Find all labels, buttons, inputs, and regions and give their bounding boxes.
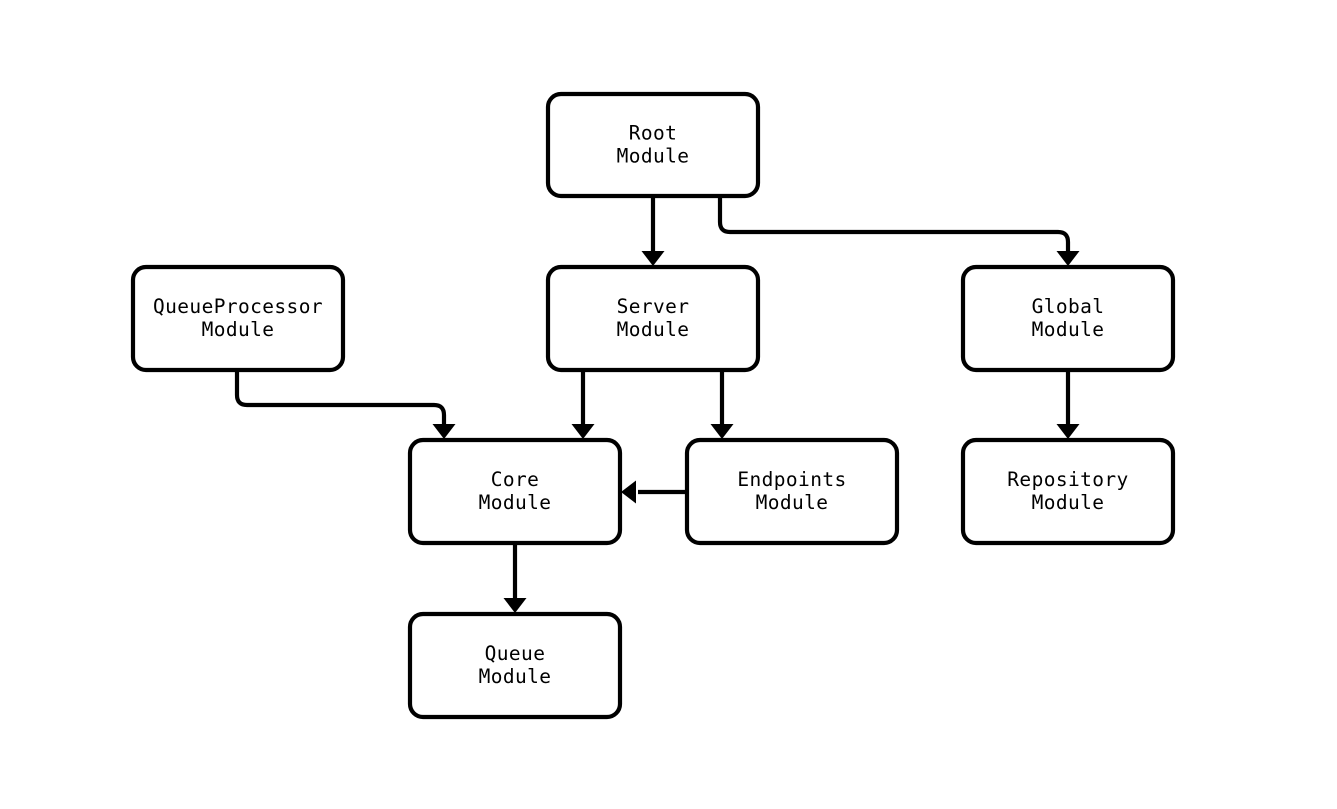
core-module-node-label-line2: Module: [479, 491, 552, 514]
queueprocessor-module-node-label-line1: QueueProcessor: [153, 295, 323, 318]
core-module-node-label-line1: Core: [491, 468, 540, 491]
arrowhead-icon: [571, 424, 595, 439]
endpoints-module-node-box[interactable]: [684, 437, 900, 546]
edge-queueprocessor-to-core-line: [234, 370, 447, 425]
repository-module-node-box[interactable]: [960, 437, 1176, 546]
arrowhead-icon: [1056, 251, 1080, 266]
endpoints-module-node-label-line2: Module: [756, 491, 829, 514]
server-module-node-label-line2: Module: [617, 318, 690, 341]
nodes-layer: RootModuleQueueProcessorModuleServerModu…: [130, 91, 1176, 720]
arrowhead-icon: [641, 251, 665, 266]
queue-module-node-label-line1: Queue: [485, 642, 546, 665]
edges-layer: [234, 196, 1080, 613]
global-module-node-box[interactable]: [960, 264, 1176, 373]
queueprocessor-module-node-box[interactable]: [130, 264, 346, 373]
edge-root-to-server: [641, 196, 665, 266]
root-module-node-label-line1: Root: [629, 122, 678, 145]
global-module-node-label-line2: Module: [1032, 318, 1105, 341]
edge-endpoints-to-core: [621, 480, 687, 504]
repository-module-node-label-line1: Repository: [1007, 468, 1128, 491]
server-module-node-label-line1: Server: [617, 295, 690, 318]
edge-server-to-core: [571, 370, 595, 439]
server-module-node-box[interactable]: [545, 264, 761, 373]
global-module-node-label-line1: Global: [1032, 295, 1105, 318]
edge-server-to-endpoints: [710, 370, 734, 439]
endpoints-module-node-label-line1: Endpoints: [737, 468, 846, 491]
edge-root-to-global-line: [717, 196, 1071, 252]
root-module-node-box[interactable]: [545, 91, 761, 199]
core-module-node-box[interactable]: [407, 437, 623, 546]
queueprocessor-module-node-label-line2: Module: [202, 318, 275, 341]
edge-queueprocessor-to-core: [234, 370, 456, 439]
arrowhead-icon: [1056, 424, 1080, 439]
edge-global-to-repository: [1056, 370, 1080, 439]
arrowhead-icon: [432, 424, 456, 439]
edge-core-to-queue: [503, 543, 527, 613]
arrowhead-icon: [710, 424, 734, 439]
arrowhead-icon: [621, 480, 636, 504]
root-module-node-label-line2: Module: [617, 145, 690, 168]
arrowhead-icon: [503, 598, 527, 613]
edge-root-to-global: [717, 196, 1080, 266]
repository-module-node-label-line2: Module: [1032, 491, 1105, 514]
queue-module-node-label-line2: Module: [479, 665, 552, 688]
queue-module-node-box[interactable]: [407, 611, 623, 720]
